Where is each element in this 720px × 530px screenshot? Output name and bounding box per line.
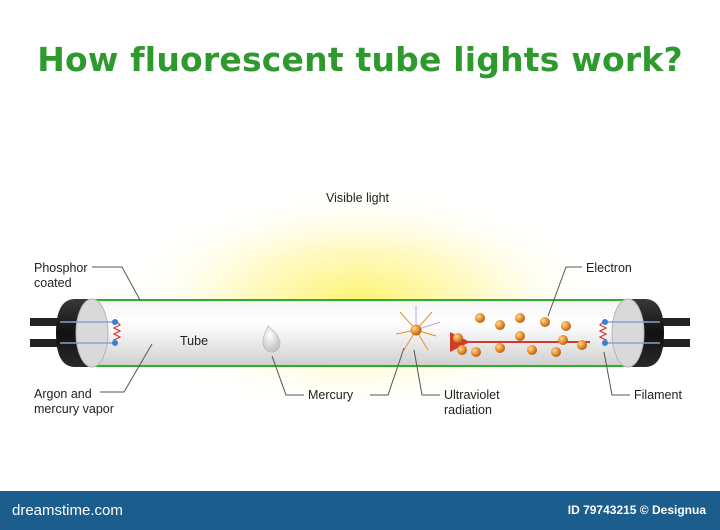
argon-label: Argon and mercury vapor: [34, 387, 114, 416]
electron: [515, 331, 525, 341]
electron: [515, 313, 525, 323]
electron: [540, 317, 550, 327]
uv-leader-2: [413, 349, 440, 396]
electron: [495, 320, 505, 330]
filament-leader: [603, 351, 630, 396]
uv-leader: [370, 347, 405, 396]
phosphor-coated-label: Phosphor coated: [34, 261, 88, 290]
right-pins: [660, 318, 690, 347]
left-end-face: [75, 298, 109, 368]
right-end-face: [611, 298, 645, 368]
mercury-drop: [262, 325, 281, 353]
electron: [561, 321, 571, 331]
filament-label: Filament: [634, 388, 682, 402]
ultraviolet-label: Ultraviolet radiation: [444, 388, 500, 417]
left-filament: [60, 319, 122, 346]
electron: [558, 335, 568, 345]
visible-light-label: Visible light: [326, 191, 390, 205]
footer-image-id: ID 79743215 © Designua: [567, 503, 706, 517]
leader-lines: [92, 266, 630, 396]
argon-leader: [100, 343, 153, 393]
electron: [475, 313, 485, 323]
electrons: [453, 313, 587, 357]
electron-label: Electron: [586, 261, 632, 275]
electron: [577, 340, 587, 350]
electron: [551, 347, 561, 357]
mercury-label: Mercury: [308, 388, 354, 402]
right-filament: [598, 319, 660, 346]
left-pins: [30, 318, 60, 347]
electron: [457, 345, 467, 355]
tube-body: [82, 300, 638, 366]
electron: [495, 343, 505, 353]
tube-label: Tube: [180, 334, 209, 348]
electron: [453, 333, 463, 343]
phosphor-leader: [92, 266, 141, 301]
footer-bar: dreamstime.com ID 79743215 © Designua: [0, 491, 720, 530]
footer-logo[interactable]: dreamstime.com: [12, 502, 123, 519]
page-title: How fluorescent tube lights work?: [37, 40, 683, 79]
electron-leader: [547, 266, 582, 317]
uv-burst: [395, 306, 441, 351]
electron: [471, 347, 481, 357]
electron: [527, 345, 537, 355]
mercury-leader: [271, 355, 304, 396]
